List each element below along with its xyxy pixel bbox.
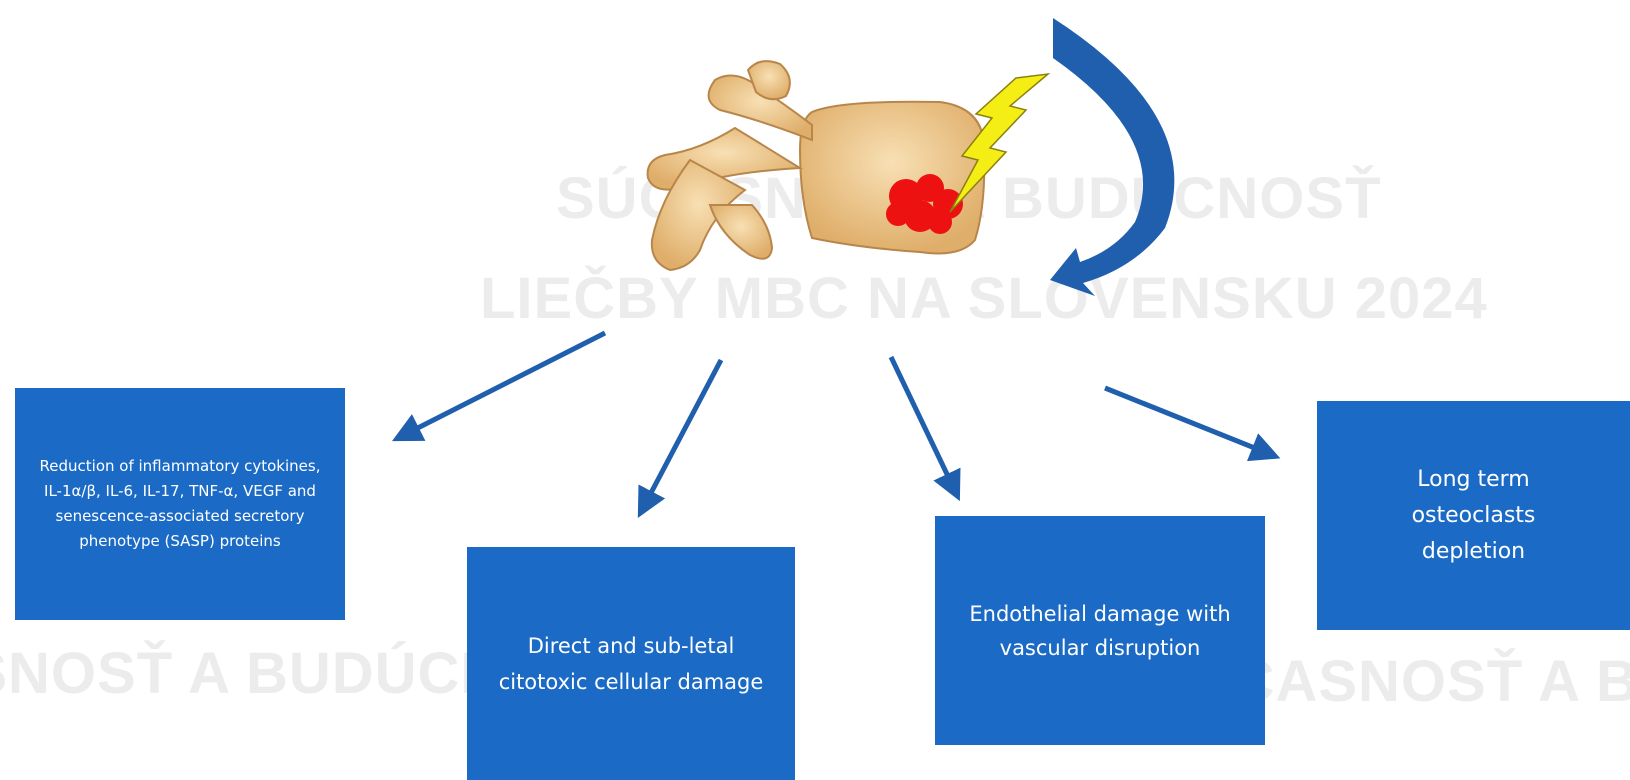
lower-facet bbox=[710, 205, 772, 259]
vertebra-illustration bbox=[648, 61, 985, 270]
effect-box-2-text: Direct and sub-letal citotoxic cellular … bbox=[489, 628, 773, 700]
effect-box-3-text: Endothelial damage with vascular disrupt… bbox=[955, 597, 1245, 665]
arrow-to-box-3 bbox=[891, 357, 956, 493]
effect-box-1-text: Reduction of inflammatory cytokines, IL-… bbox=[29, 454, 331, 554]
effect-box-4-text: Long term osteoclasts depletion bbox=[1369, 462, 1578, 570]
effect-box-cellular-damage: Direct and sub-letal citotoxic cellular … bbox=[467, 547, 795, 780]
arrow-to-box-2 bbox=[642, 360, 721, 510]
vertebral-body bbox=[800, 102, 984, 254]
effect-box-osteoclast-depletion: Long term osteoclasts depletion bbox=[1317, 401, 1630, 630]
effect-box-endothelial-damage: Endothelial damage with vascular disrupt… bbox=[935, 516, 1265, 745]
curved-arrow bbox=[1050, 18, 1174, 296]
arrow-to-box-4 bbox=[1105, 388, 1272, 455]
arrow-to-box-1 bbox=[400, 333, 605, 437]
effect-box-inflammatory-cytokines: Reduction of inflammatory cytokines, IL-… bbox=[15, 388, 345, 620]
